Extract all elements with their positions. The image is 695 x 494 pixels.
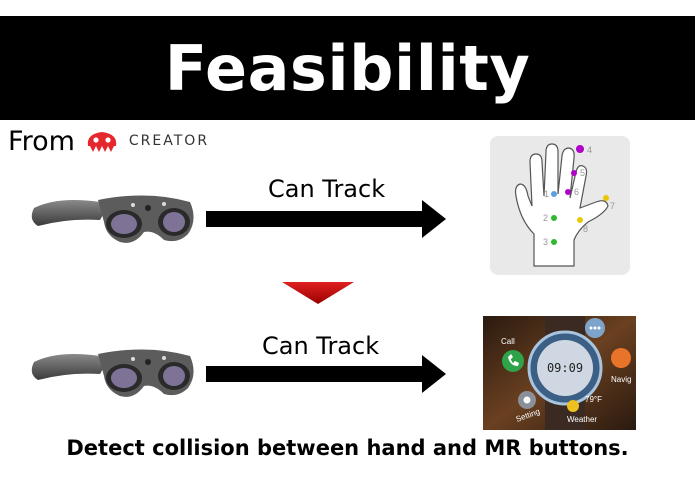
down-triangle-icon bbox=[282, 282, 354, 304]
hand-point-label: 1 bbox=[544, 189, 549, 199]
creator-wordmark: CREATOR bbox=[128, 133, 210, 149]
hand-point-label: 8 bbox=[583, 224, 588, 234]
mr-headset-icon bbox=[31, 195, 194, 243]
watch-label-navig: Navig bbox=[611, 375, 631, 384]
track-arrow bbox=[206, 200, 446, 238]
track-arrow bbox=[206, 355, 446, 393]
title-banner: Feasibility bbox=[0, 16, 695, 120]
watch-time: 09:09 bbox=[547, 361, 583, 375]
hand-point-label: 7 bbox=[610, 201, 615, 211]
arrow-label: Can Track bbox=[262, 332, 380, 360]
hand-point-label: 3 bbox=[543, 237, 548, 247]
watch-label-weather: Weather bbox=[567, 415, 597, 424]
mr-headset-icon bbox=[31, 349, 194, 397]
watch-label-temp: 79°F bbox=[585, 395, 602, 404]
from-label: From bbox=[8, 125, 75, 157]
page-title: Feasibility bbox=[164, 31, 531, 105]
hand-point-label: 6 bbox=[574, 187, 579, 197]
hand-point-label: 4 bbox=[587, 145, 592, 155]
watch-ui-buttons-icon: 09:09 Call Navig Setting 79°F Weather bbox=[483, 316, 636, 430]
source-credit: From CREATOR bbox=[8, 124, 209, 158]
hand-tracking-diagram-icon: 1 2 3 4 5 6 7 8 bbox=[490, 136, 630, 275]
creator-mascot-icon bbox=[87, 132, 117, 152]
arrow-label: Can Track bbox=[268, 175, 386, 203]
hand-point-label: 2 bbox=[543, 213, 548, 223]
watch-label-call: Call bbox=[501, 337, 515, 346]
bottom-caption: Detect collision between hand and MR but… bbox=[66, 436, 629, 460]
hand-point-label: 5 bbox=[580, 168, 585, 178]
